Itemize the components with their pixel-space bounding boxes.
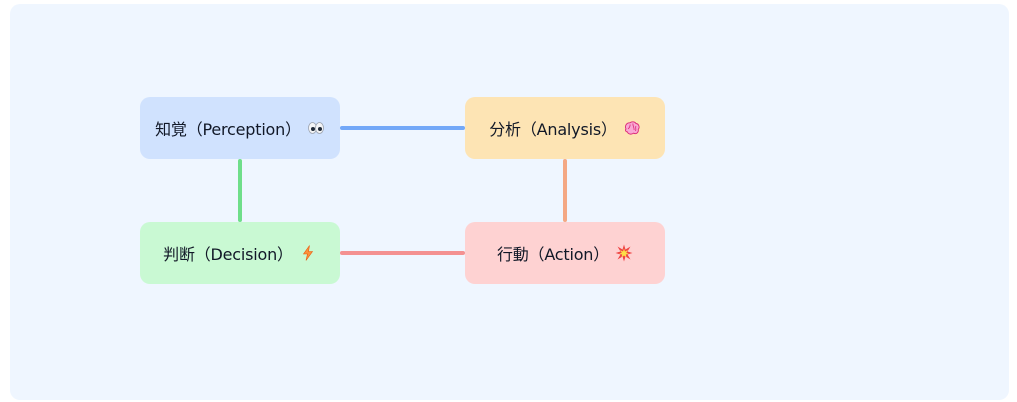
edge-action-decision bbox=[340, 251, 465, 255]
collision-icon bbox=[615, 244, 633, 262]
diagram-canvas bbox=[10, 4, 1009, 400]
node-action: 行動（Action） bbox=[465, 222, 665, 284]
node-action-label: 行動（Action） bbox=[496, 245, 610, 264]
edge-analysis-action bbox=[563, 159, 567, 222]
brain-icon bbox=[623, 119, 641, 137]
node-decision-label: 判断（Decision） bbox=[163, 245, 293, 264]
node-perception-label: 知覚（Perception） bbox=[155, 120, 301, 139]
eyes-icon bbox=[307, 119, 325, 137]
lightning-icon bbox=[299, 244, 317, 262]
edge-decision-perception bbox=[238, 159, 242, 222]
node-analysis: 分析（Analysis） bbox=[465, 97, 665, 159]
edge-perception-analysis bbox=[340, 126, 465, 130]
node-analysis-label: 分析（Analysis） bbox=[489, 120, 617, 139]
node-perception: 知覚（Perception） bbox=[140, 97, 340, 159]
node-decision: 判断（Decision） bbox=[140, 222, 340, 284]
